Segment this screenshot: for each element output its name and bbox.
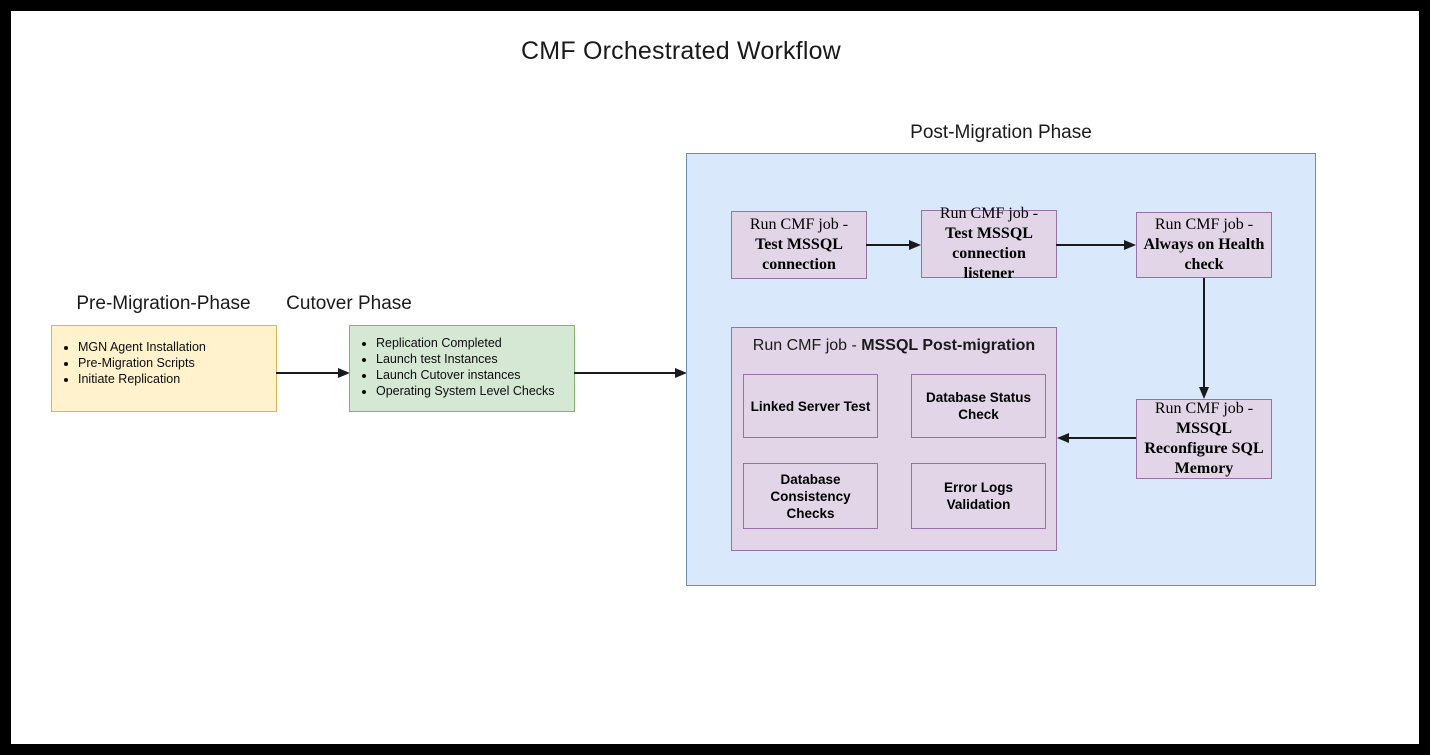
list-item: MGN Agent Installation (78, 339, 276, 355)
diagram-title: CMF Orchestrated Workflow (521, 37, 841, 65)
connector-listener-to-health-check (1056, 240, 1136, 250)
cmf-job-label: Run CMF job - MSSQL Reconfigure SQL Memo… (1140, 399, 1268, 479)
check-label: Database Status Check (925, 390, 1032, 422)
cutover-phase-caption: Cutover Phase (286, 293, 412, 314)
connector-test-connection-to-listener (866, 240, 921, 250)
cmf-job-name: MSSQL Reconfigure SQL Memory (1144, 420, 1264, 477)
list-item: Launch Cutover instances (376, 367, 574, 383)
cmf-job-test-mssql-connection-listener[interactable]: Run CMF job - Test MSSQL connection list… (921, 205, 1057, 282)
cmf-job-name: Test MSSQL connection listener (945, 225, 1033, 282)
check-box-error-logs-validation[interactable]: Error Logs Validation (911, 463, 1046, 529)
cmf-job-name: Test MSSQL connection (755, 236, 843, 273)
connector-health-check-to-reconfigure-memory (1199, 278, 1209, 399)
check-label: Database Consistency Checks (770, 471, 851, 521)
cmf-job-always-on-health-check[interactable]: Run CMF job - Always on Health check (1136, 212, 1272, 278)
cutover-phase-box: Replication Completed Launch test Instan… (349, 325, 575, 412)
list-item: Operating System Level Checks (376, 383, 574, 399)
cmf-job-prefix: Run CMF job - (1154, 216, 1254, 233)
list-item: Launch test Instances (376, 351, 574, 367)
cmf-job-name: Always on Health check (1143, 236, 1265, 273)
list-item: Initiate Replication (78, 371, 276, 387)
cmf-job-prefix: Run CMF job - (939, 205, 1039, 222)
list-item: Replication Completed (376, 335, 574, 351)
cmf-job-prefix: Run CMF job - (749, 216, 849, 233)
pre-migration-item-list: MGN Agent Installation Pre-Migration Scr… (52, 339, 276, 387)
pre-migration-phase-box: MGN Agent Installation Pre-Migration Scr… (51, 325, 277, 412)
check-box-database-status-check[interactable]: Database Status Check (911, 374, 1046, 438)
check-label: Linked Server Test (750, 398, 871, 414)
cmf-job-mssql-post-migration-title: Run CMF job - MSSQL Post-migration (732, 337, 1056, 355)
cmf-job-prefix: Run CMF job - (752, 337, 862, 354)
connector-reconfigure-memory-to-post-migration-job (1057, 433, 1136, 443)
list-item: Pre-Migration Scripts (78, 355, 276, 371)
check-box-linked-server-test[interactable]: Linked Server Test (743, 374, 878, 438)
cutover-item-list: Replication Completed Launch test Instan… (350, 335, 574, 399)
check-label: Error Logs Validation (943, 480, 1013, 512)
cmf-job-test-mssql-connection[interactable]: Run CMF job - Test MSSQL connection (731, 211, 867, 279)
cmf-job-label: Run CMF job - Always on Health check (1140, 215, 1268, 275)
cmf-job-mssql-post-migration-group[interactable]: Run CMF job - MSSQL Post-migration Linke… (731, 327, 1057, 551)
cmf-job-label: Run CMF job - Test MSSQL connection (735, 215, 863, 275)
check-box-database-consistency-checks[interactable]: Database Consistency Checks (743, 463, 878, 529)
connector-pre-to-cutover (276, 368, 350, 378)
pre-migration-phase-caption: Pre-Migration-Phase (76, 293, 251, 314)
post-migration-phase-caption: Post-Migration Phase (910, 122, 1092, 143)
cmf-job-label: Run CMF job - Test MSSQL connection list… (925, 204, 1053, 284)
diagram-canvas: CMF Orchestrated Workflow Pre-Migration-… (11, 11, 1419, 744)
cmf-job-name: MSSQL Post-migration (861, 337, 1036, 354)
connector-cutover-to-post-migration (574, 368, 687, 378)
cmf-job-prefix: Run CMF job - (1154, 400, 1254, 417)
cmf-job-mssql-reconfigure-sql-memory[interactable]: Run CMF job - MSSQL Reconfigure SQL Memo… (1136, 399, 1272, 479)
